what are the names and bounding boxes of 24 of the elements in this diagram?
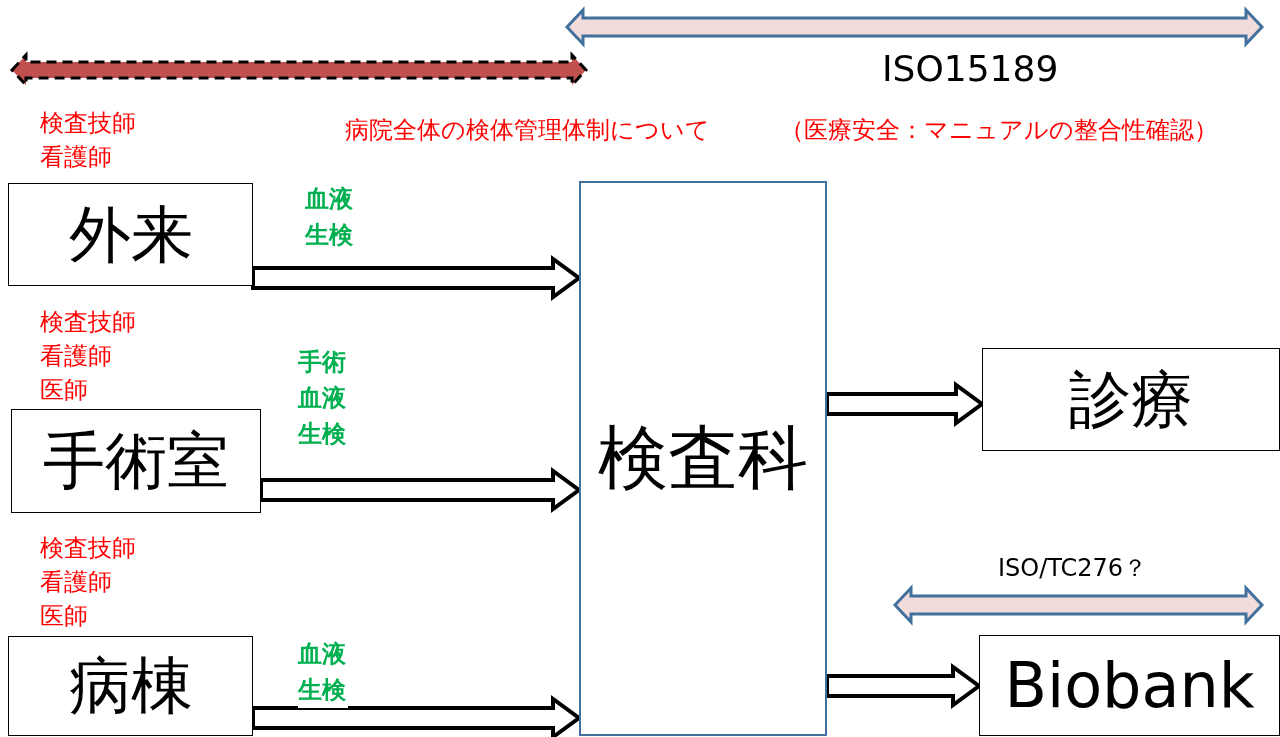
staff-note: 看護師 [40, 567, 112, 597]
destination-box [979, 635, 1280, 736]
staff-note: 医師 [40, 375, 88, 405]
staff-note: 検査技師 [40, 108, 136, 138]
node-title: 検査科 [598, 415, 808, 501]
node-title: 病棟 [68, 648, 193, 724]
node-title: Biobank [1004, 649, 1255, 722]
node-title: 手術室 [43, 423, 229, 499]
note-text: 病院全体の検体管理体制について [345, 115, 710, 146]
department-box [8, 183, 253, 286]
standard-label: ISO/TC276？ [998, 552, 1148, 584]
staff-note: 医師 [40, 601, 88, 631]
destination-box [982, 348, 1280, 451]
staff-note: 看護師 [40, 341, 112, 371]
department-box [11, 409, 261, 513]
staff-note: 看護師 [40, 142, 112, 172]
standard-label: ISO15189 [882, 48, 1059, 89]
node-title: 診療 [1069, 361, 1193, 438]
department-box [8, 636, 253, 736]
note-text: （医療安全：マニュアルの整合性確認） [780, 115, 1218, 146]
laboratory-box [579, 181, 827, 736]
staff-note: 検査技師 [40, 307, 136, 337]
node-title: 外来 [68, 196, 193, 273]
staff-note: 検査技師 [40, 533, 136, 563]
